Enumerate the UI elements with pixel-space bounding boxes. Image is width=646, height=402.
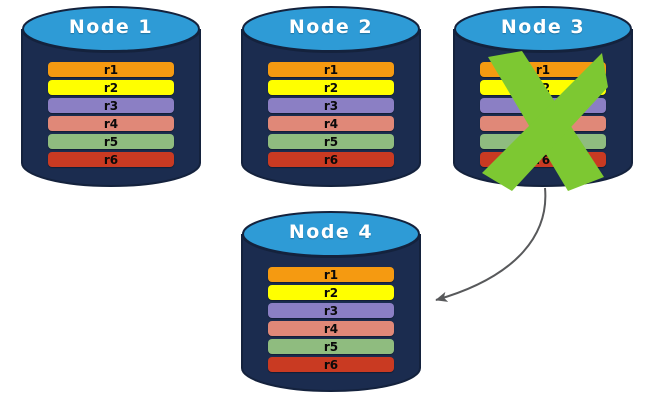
row-label: r2 [323, 80, 339, 95]
row-label: r6 [323, 152, 339, 167]
row-bar-r5[interactable]: r5 [268, 339, 394, 354]
row-label: r5 [103, 134, 119, 149]
row-label: r5 [323, 339, 339, 354]
row-bar-r5[interactable]: r5 [48, 134, 174, 149]
row-label: r2 [323, 285, 339, 300]
row-bar-r3[interactable]: r3 [480, 98, 606, 113]
row-label: r4 [323, 116, 339, 131]
row-bar-r6[interactable]: r6 [268, 357, 394, 372]
row-label: r1 [535, 62, 551, 77]
row-bar-r4[interactable]: r4 [268, 116, 394, 131]
row-bar-r1[interactable]: r1 [480, 62, 606, 77]
row-list: r1 r2 r3 r4 r5 r6 [454, 62, 632, 170]
row-bar-r2[interactable]: r2 [48, 80, 174, 95]
row-label: r1 [103, 62, 119, 77]
row-list: r1 r2 r3 r4 r5 r6 [242, 267, 420, 375]
row-bar-r5[interactable]: r5 [480, 134, 606, 149]
row-label: r5 [323, 134, 339, 149]
row-list: r1 r2 r3 r4 r5 r6 [22, 62, 200, 170]
node3-to-node4-arrow [435, 187, 547, 302]
row-bar-r1[interactable]: r1 [48, 62, 174, 77]
row-bar-r6[interactable]: r6 [48, 152, 174, 167]
row-bar-r3[interactable]: r3 [268, 303, 394, 318]
cylinder-top-ellipse [242, 211, 420, 257]
row-bar-r4[interactable]: r4 [48, 116, 174, 131]
row-label: r1 [323, 267, 339, 282]
row-label: r4 [535, 116, 551, 131]
row-label: r2 [103, 80, 119, 95]
row-label: r5 [535, 134, 551, 149]
row-label: r3 [323, 303, 339, 318]
row-bar-r4[interactable]: r4 [268, 321, 394, 336]
row-bar-r6[interactable]: r6 [268, 152, 394, 167]
cylinder-top-ellipse [454, 6, 632, 52]
cylinder-top-ellipse [22, 6, 200, 52]
row-label: r1 [323, 62, 339, 77]
row-bar-r1[interactable]: r1 [268, 267, 394, 282]
row-label: r2 [535, 80, 551, 95]
row-label: r6 [535, 152, 551, 167]
row-label: r6 [323, 357, 339, 372]
row-label: r6 [103, 152, 119, 167]
row-label: r4 [323, 321, 339, 336]
row-bar-r6[interactable]: r6 [480, 152, 606, 167]
row-bar-r2[interactable]: r2 [268, 80, 394, 95]
cylinder-top-ellipse [242, 6, 420, 52]
row-bar-r2[interactable]: r2 [480, 80, 606, 95]
row-bar-r4[interactable]: r4 [480, 116, 606, 131]
row-label: r4 [103, 116, 119, 131]
row-label: r3 [535, 98, 551, 113]
row-bar-r5[interactable]: r5 [268, 134, 394, 149]
row-list: r1 r2 r3 r4 r5 r6 [242, 62, 420, 170]
row-label: r3 [103, 98, 119, 113]
row-bar-r1[interactable]: r1 [268, 62, 394, 77]
row-bar-r2[interactable]: r2 [268, 285, 394, 300]
row-bar-r3[interactable]: r3 [268, 98, 394, 113]
row-bar-r3[interactable]: r3 [48, 98, 174, 113]
row-label: r3 [323, 98, 339, 113]
